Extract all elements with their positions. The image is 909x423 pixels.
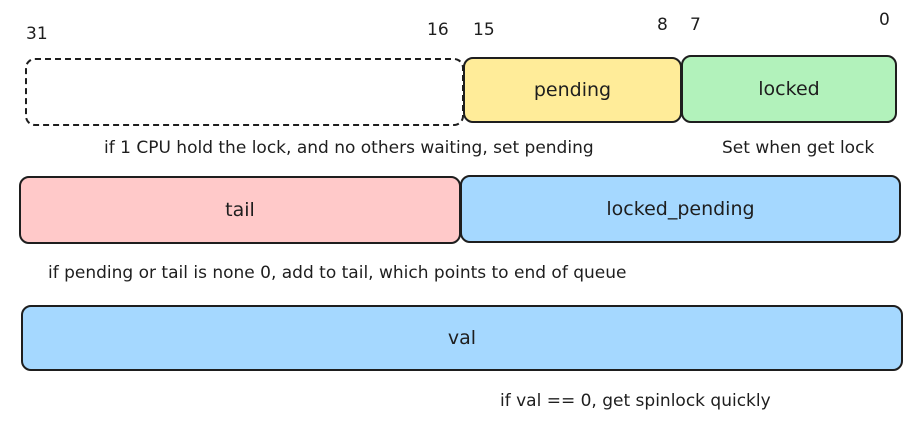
pending-field-label: pending — [533, 79, 612, 101]
locked-note: Set when get lock — [722, 138, 875, 158]
locked-pending-field-label: locked_pending — [606, 198, 755, 220]
unused-field-box — [25, 58, 464, 126]
pending-field-box: pending — [463, 57, 682, 123]
tail-field-label: tail — [225, 199, 255, 221]
val-field-box: val — [21, 305, 903, 371]
bit-label-16: 16 — [427, 20, 449, 40]
pending-note: if 1 CPU hold the lock, and no others wa… — [104, 138, 594, 158]
tail-note: if pending or tail is none 0, add to tai… — [48, 263, 627, 283]
bit-label-31: 31 — [26, 24, 48, 44]
locked-field-label: locked — [758, 78, 820, 100]
bit-label-15: 15 — [473, 20, 495, 40]
bit-label-8: 8 — [657, 15, 668, 35]
val-field-label: val — [447, 327, 477, 349]
locked-field-box: locked — [681, 55, 897, 123]
locked-pending-field-box: locked_pending — [460, 175, 901, 243]
val-note: if val == 0, get spinlock quickly — [500, 391, 771, 411]
bit-label-0: 0 — [879, 10, 890, 30]
tail-field-box: tail — [19, 176, 461, 244]
bit-label-7: 7 — [690, 15, 701, 35]
